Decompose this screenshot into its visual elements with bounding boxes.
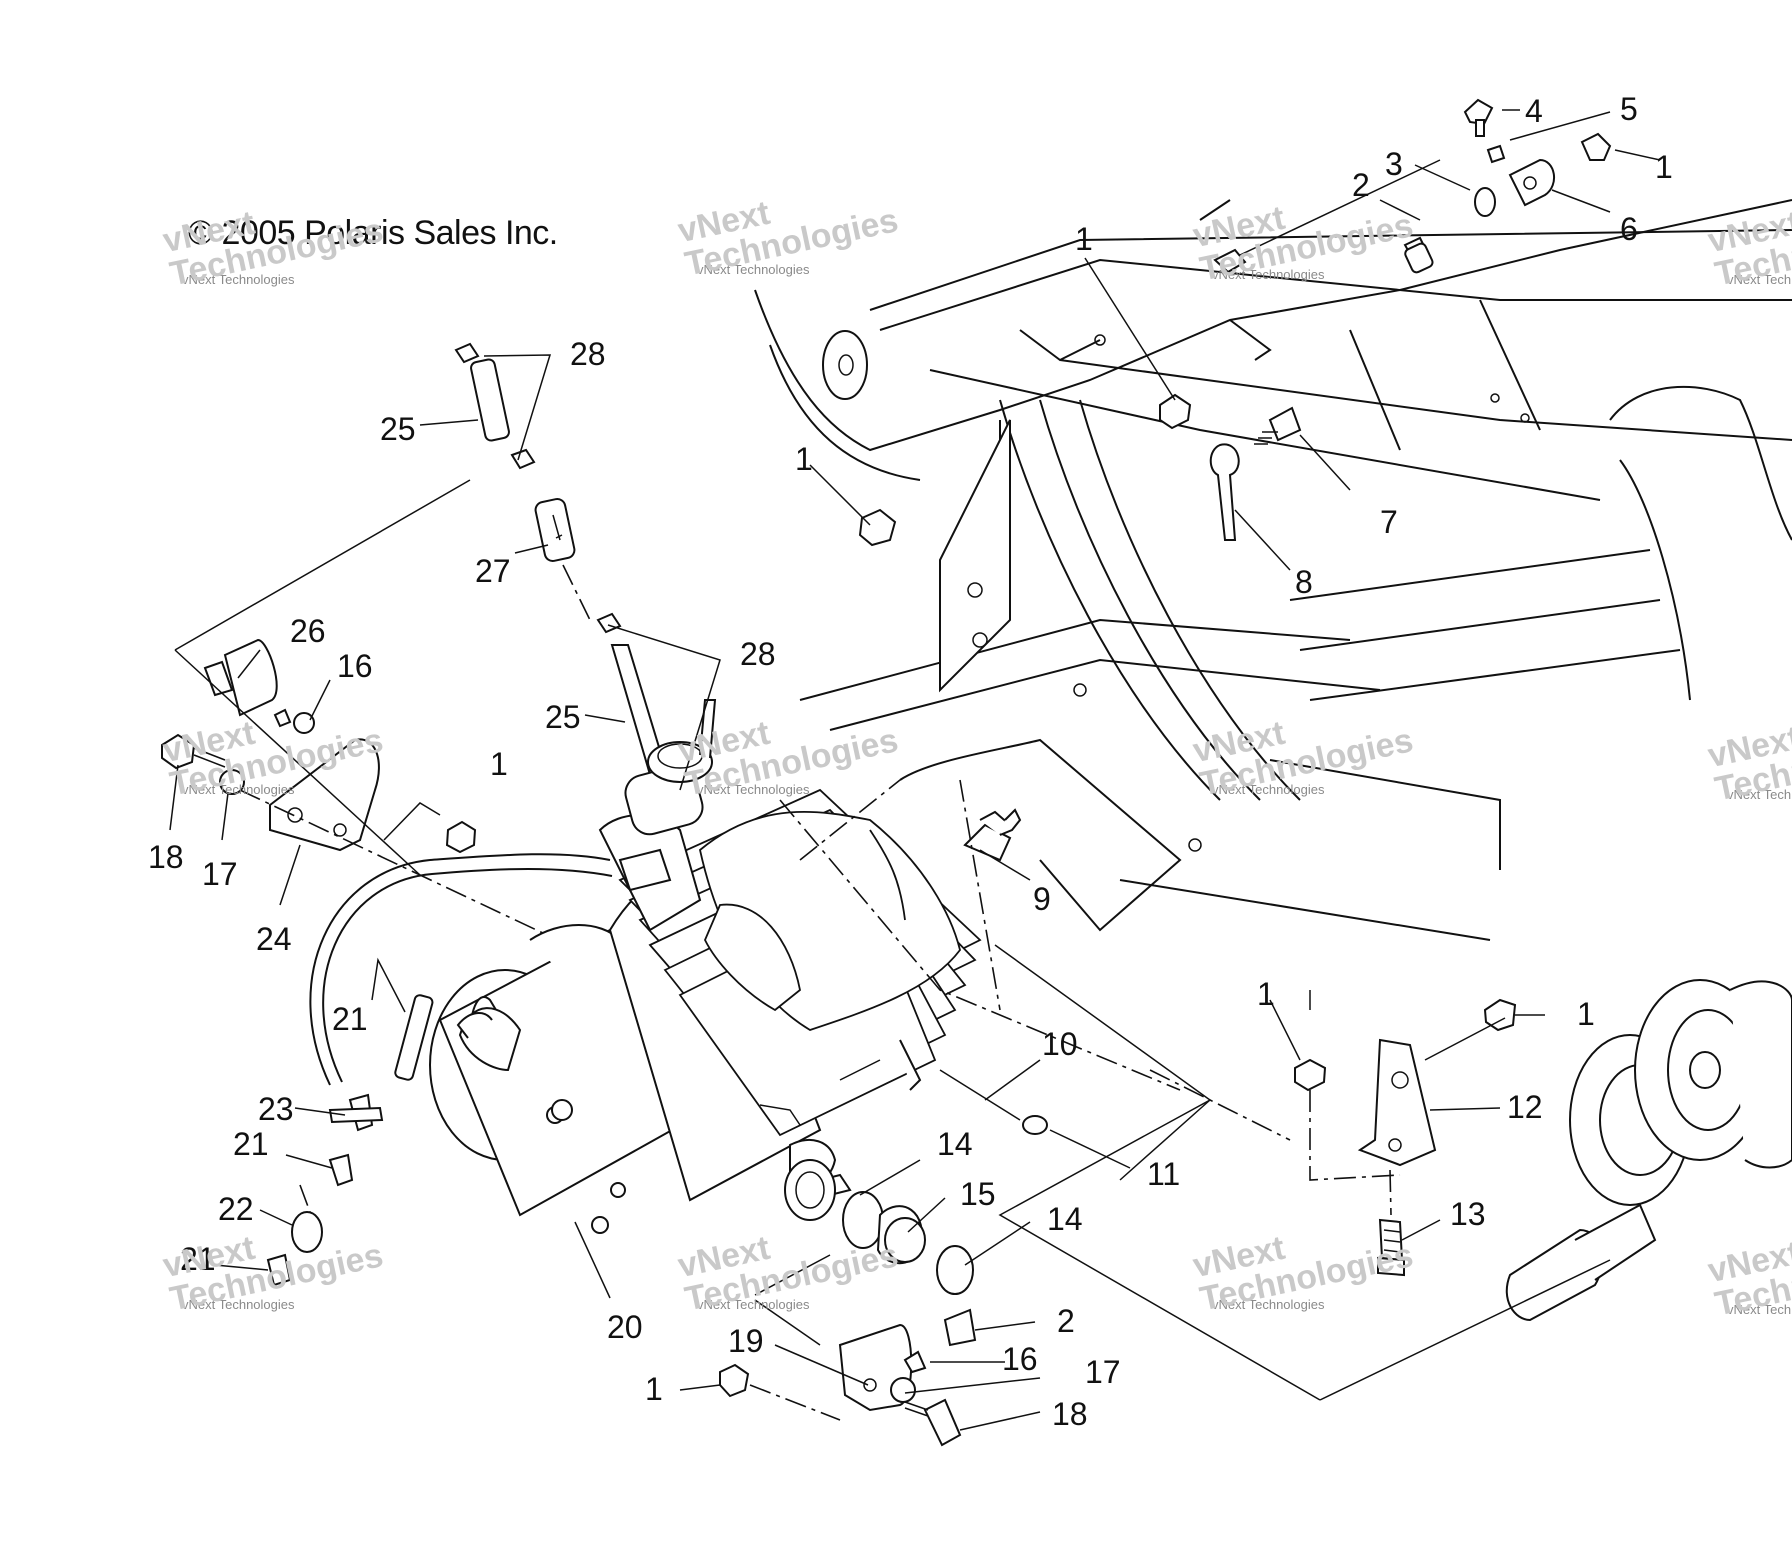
callout-25: 25 bbox=[380, 411, 416, 447]
callout-16: 16 bbox=[1002, 1341, 1038, 1377]
callout-28: 28 bbox=[570, 336, 606, 372]
callout-20: 20 bbox=[607, 1309, 643, 1345]
callout-25: 25 bbox=[545, 699, 581, 735]
callout-21: 21 bbox=[332, 1001, 368, 1037]
engine-assembly bbox=[429, 699, 982, 1234]
left-engine-mount bbox=[161, 479, 601, 961]
top-right-fasteners bbox=[1239, 98, 1612, 274]
callout-labels: 1 2 3 4 5 6 1 7 8 1 28 25 27 28 25 26 16… bbox=[148, 91, 1673, 1432]
callout-9: 9 bbox=[1033, 881, 1051, 917]
callout-18: 18 bbox=[148, 839, 184, 875]
callout-14: 14 bbox=[1047, 1201, 1083, 1237]
callout-4: 4 bbox=[1525, 93, 1543, 129]
callout-6: 6 bbox=[1620, 211, 1638, 247]
callout-15: 15 bbox=[960, 1176, 996, 1212]
center-fasteners bbox=[858, 393, 1302, 547]
reference-lines bbox=[754, 779, 1611, 1401]
leader-lines bbox=[169, 109, 1661, 1431]
callout-17: 17 bbox=[202, 856, 238, 892]
callout-5: 5 bbox=[1620, 91, 1638, 127]
callout-27: 27 bbox=[475, 553, 511, 589]
callout-28: 28 bbox=[740, 636, 776, 672]
callout-21: 21 bbox=[233, 1126, 269, 1162]
callout-1: 1 bbox=[795, 441, 813, 477]
callout-21: 21 bbox=[180, 1241, 216, 1277]
callout-17: 17 bbox=[1085, 1354, 1121, 1390]
callout-1: 1 bbox=[1257, 976, 1275, 1012]
callout-10: 10 bbox=[1042, 1026, 1078, 1062]
callout-18: 18 bbox=[1052, 1396, 1088, 1432]
callout-12: 12 bbox=[1507, 1089, 1543, 1125]
callout-8: 8 bbox=[1295, 564, 1313, 600]
callout-14: 14 bbox=[937, 1126, 973, 1162]
callout-13: 13 bbox=[1450, 1196, 1486, 1232]
callout-19: 19 bbox=[728, 1323, 764, 1359]
callout-1: 1 bbox=[490, 746, 508, 782]
callout-1: 1 bbox=[1577, 996, 1595, 1032]
lower-mount-bracket bbox=[719, 1299, 977, 1447]
callout-26: 26 bbox=[290, 613, 326, 649]
callout-7: 7 bbox=[1380, 504, 1398, 540]
callout-16: 16 bbox=[337, 648, 373, 684]
intake-boots bbox=[784, 1159, 974, 1295]
callout-2: 2 bbox=[1352, 167, 1370, 203]
frame-assembly bbox=[754, 199, 1792, 941]
right-engine-mount bbox=[1294, 998, 1517, 1277]
callout-22: 22 bbox=[218, 1191, 254, 1227]
callout-2: 2 bbox=[1057, 1303, 1075, 1339]
callout-1: 1 bbox=[645, 1371, 663, 1407]
drive-clutch bbox=[1505, 979, 1792, 1322]
callout-3: 3 bbox=[1385, 146, 1403, 182]
callout-1: 1 bbox=[1075, 221, 1093, 257]
copyright-text: © 2005 Polaris Sales Inc. bbox=[188, 214, 558, 252]
callout-24: 24 bbox=[256, 921, 292, 957]
callout-11: 11 bbox=[1147, 1156, 1180, 1192]
sensor-components bbox=[939, 808, 1048, 1135]
vent-hoses bbox=[266, 853, 613, 1287]
callout-1: 1 bbox=[1655, 149, 1673, 185]
callout-23: 23 bbox=[258, 1091, 294, 1127]
